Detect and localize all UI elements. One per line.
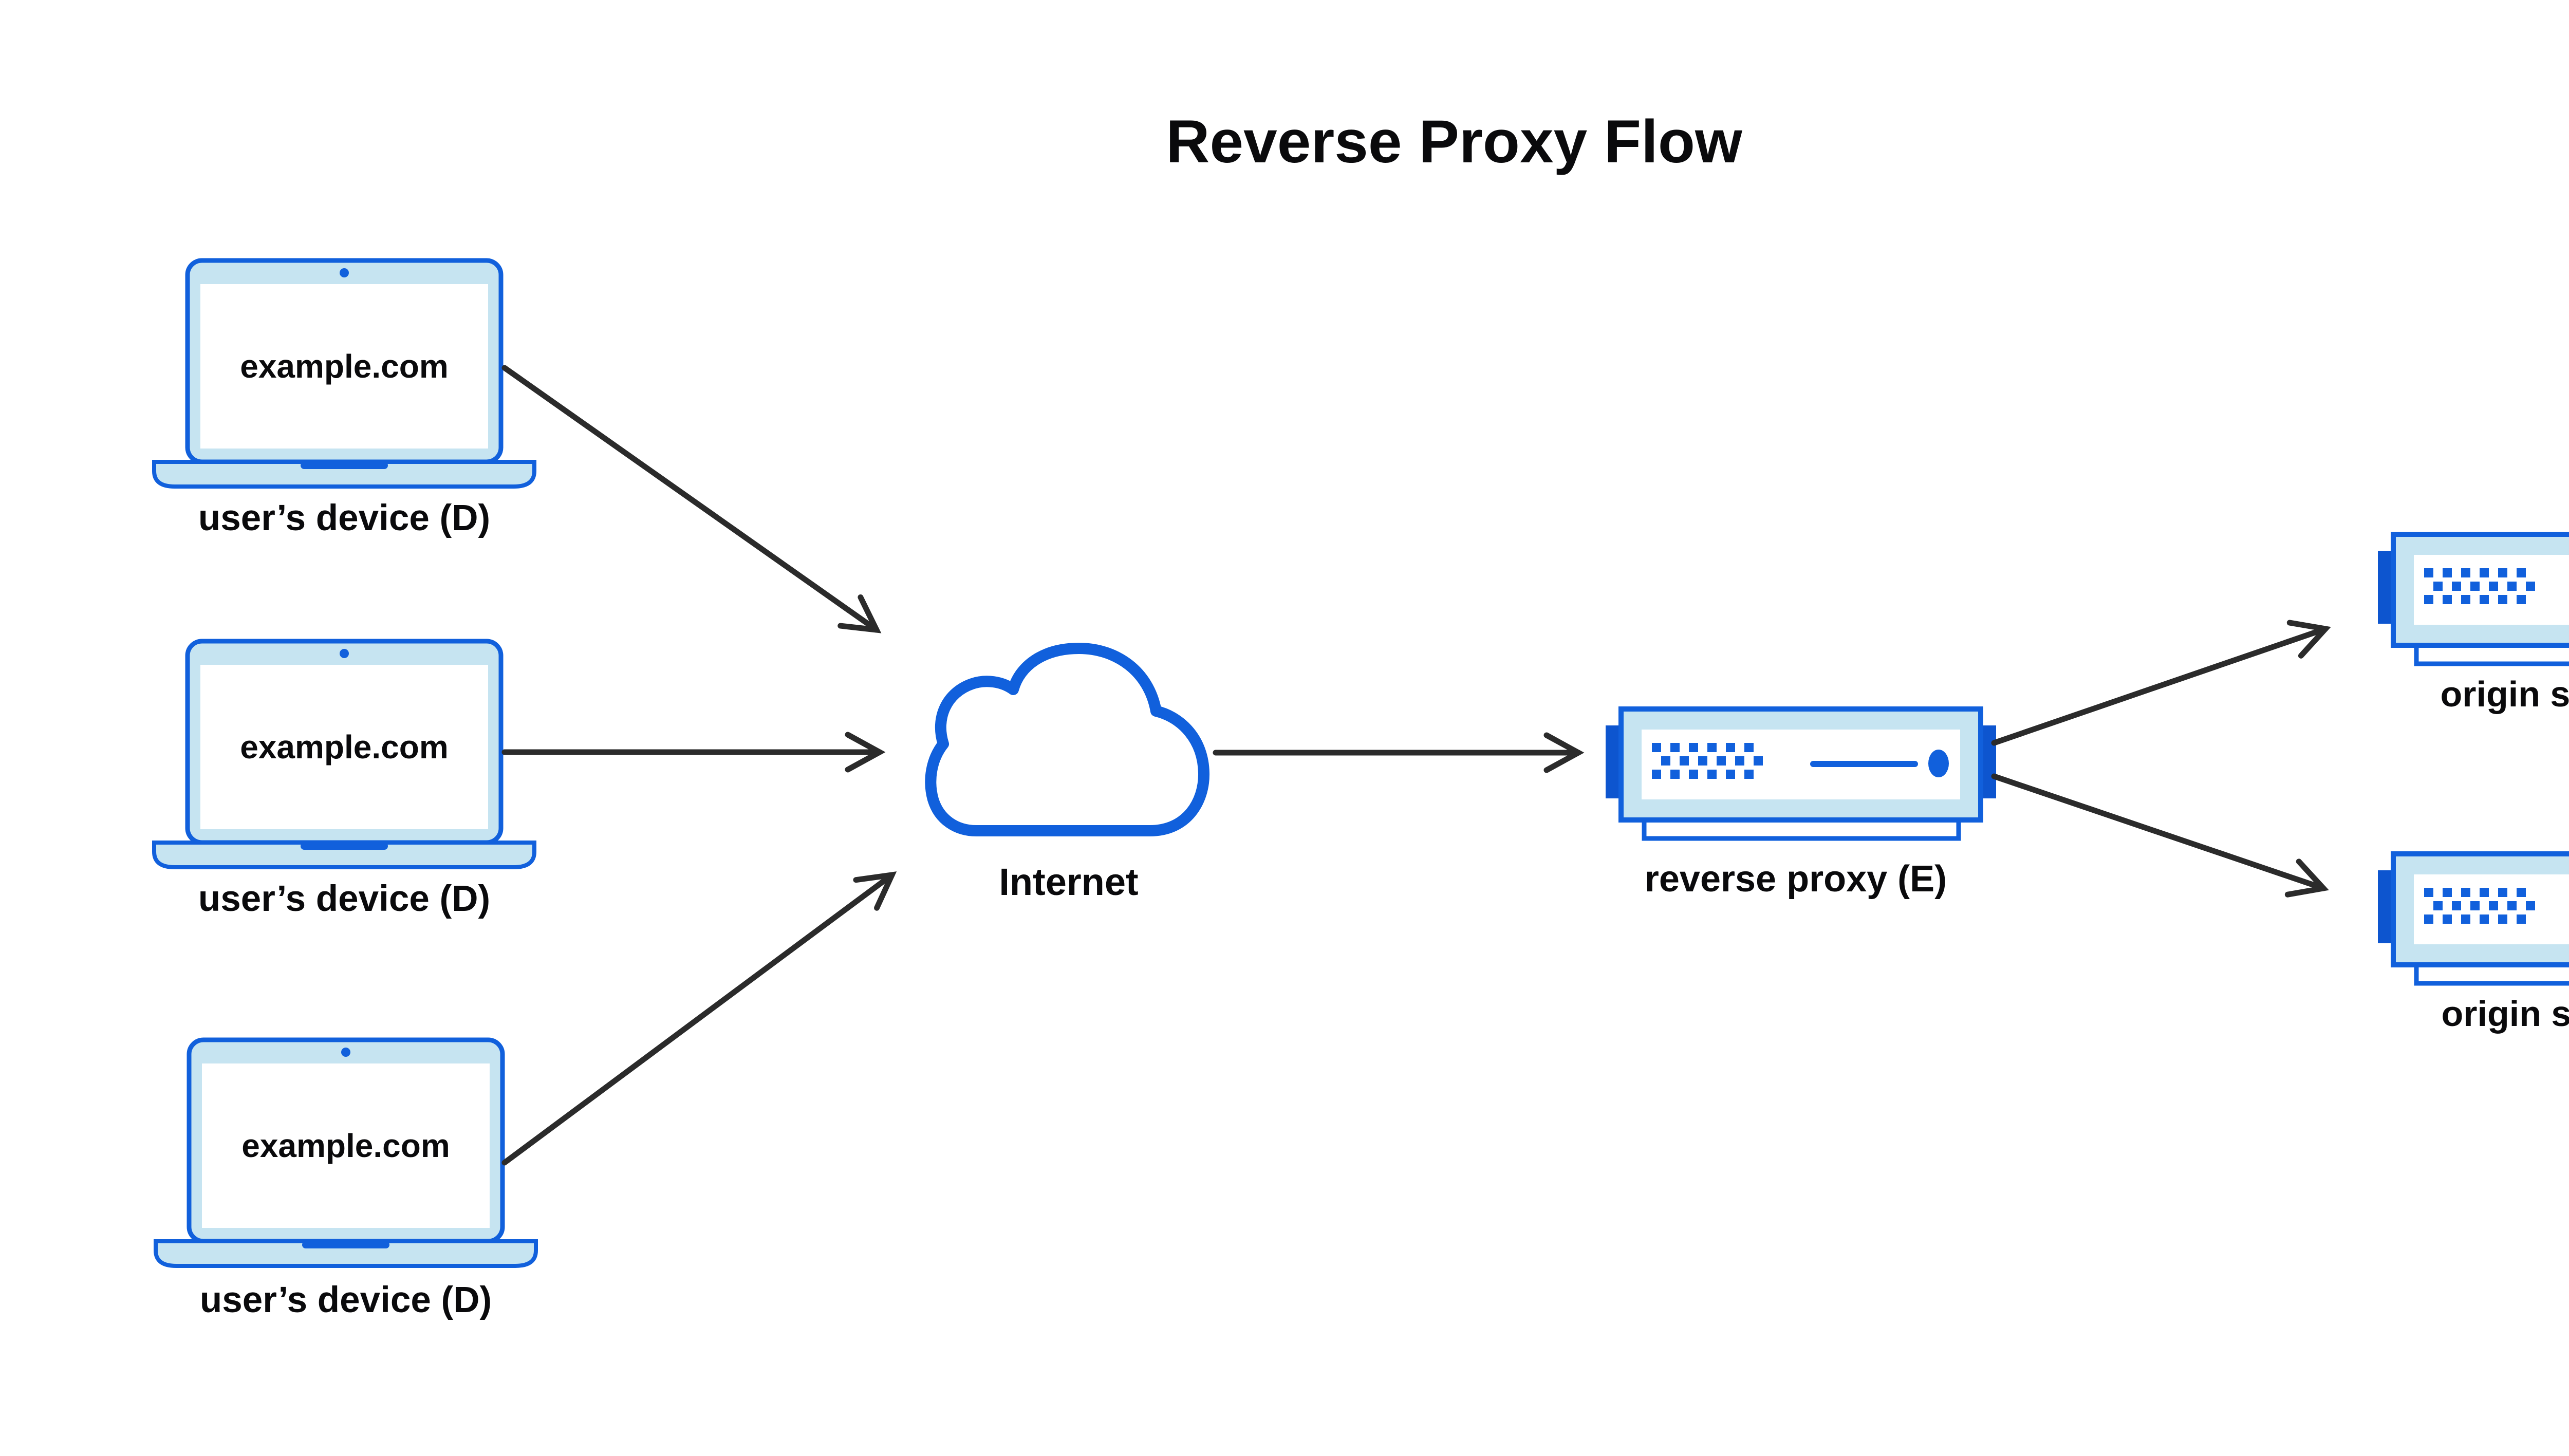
- internet-label: Internet: [999, 861, 1138, 903]
- internet: Internet: [925, 643, 1210, 903]
- arrow-device1-to-internet: [501, 365, 882, 633]
- user-device-label: user’s device (D): [200, 1280, 492, 1320]
- arrow-proxy-to-origin1: [1991, 620, 2331, 746]
- origin-server-label: origin server (F): [2442, 994, 2569, 1034]
- user-device-label: user’s device (D): [198, 498, 490, 538]
- origin-server-label: origin server (F): [2441, 674, 2569, 714]
- device-screen-text: example.com: [240, 729, 449, 766]
- server-icon: [2378, 534, 2569, 664]
- reverse-proxy: reverse proxy (E): [1606, 709, 1996, 900]
- arrow-device3-to-internet: [501, 871, 897, 1166]
- device-screen-text: example.com: [240, 348, 449, 385]
- server-icon: [1606, 709, 1996, 838]
- connections: [501, 365, 2331, 1166]
- origin-server-1: origin server (F): [2378, 534, 2569, 714]
- user-device-3: example.com user’s device (D): [156, 1040, 536, 1320]
- reverse-proxy-label: reverse proxy (E): [1645, 858, 1947, 900]
- device-screen-text: example.com: [241, 1127, 450, 1164]
- server-icon: [2378, 854, 2569, 983]
- user-device-1: example.com user’s device (D): [154, 260, 534, 538]
- user-device-label: user’s device (D): [198, 879, 490, 919]
- origin-server-2: origin server (F): [2378, 854, 2569, 1034]
- cloud-icon: [925, 643, 1210, 836]
- user-device-2: example.com user’s device (D): [154, 641, 534, 919]
- diagram-title: Reverse Proxy Flow: [1166, 108, 1743, 176]
- arrow-proxy-to-origin2: [1991, 773, 2329, 898]
